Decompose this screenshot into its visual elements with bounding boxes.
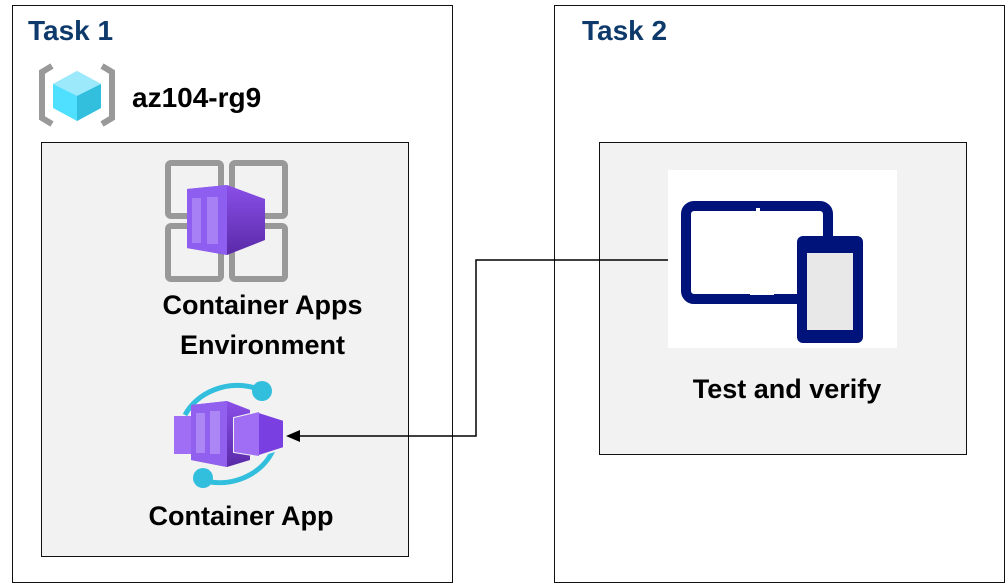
resource-group-icon xyxy=(39,63,115,127)
task1-panel xyxy=(12,5,453,583)
container-apps-environment-icon xyxy=(165,160,288,282)
task2-panel xyxy=(554,5,1005,583)
resource-group-name: az104-rg9 xyxy=(132,82,262,113)
container-app-icon xyxy=(174,381,285,488)
task1-title: Task 1 xyxy=(28,15,114,46)
task2-title: Task 2 xyxy=(582,15,668,46)
test-label: Test and verify xyxy=(692,374,882,404)
environment-label-line2: Environment xyxy=(179,330,346,360)
devices-icon xyxy=(681,201,863,343)
environment-label-line1: Container Apps xyxy=(162,290,363,320)
connector-arrow xyxy=(286,259,668,442)
container-app-label: Container App xyxy=(148,501,334,531)
